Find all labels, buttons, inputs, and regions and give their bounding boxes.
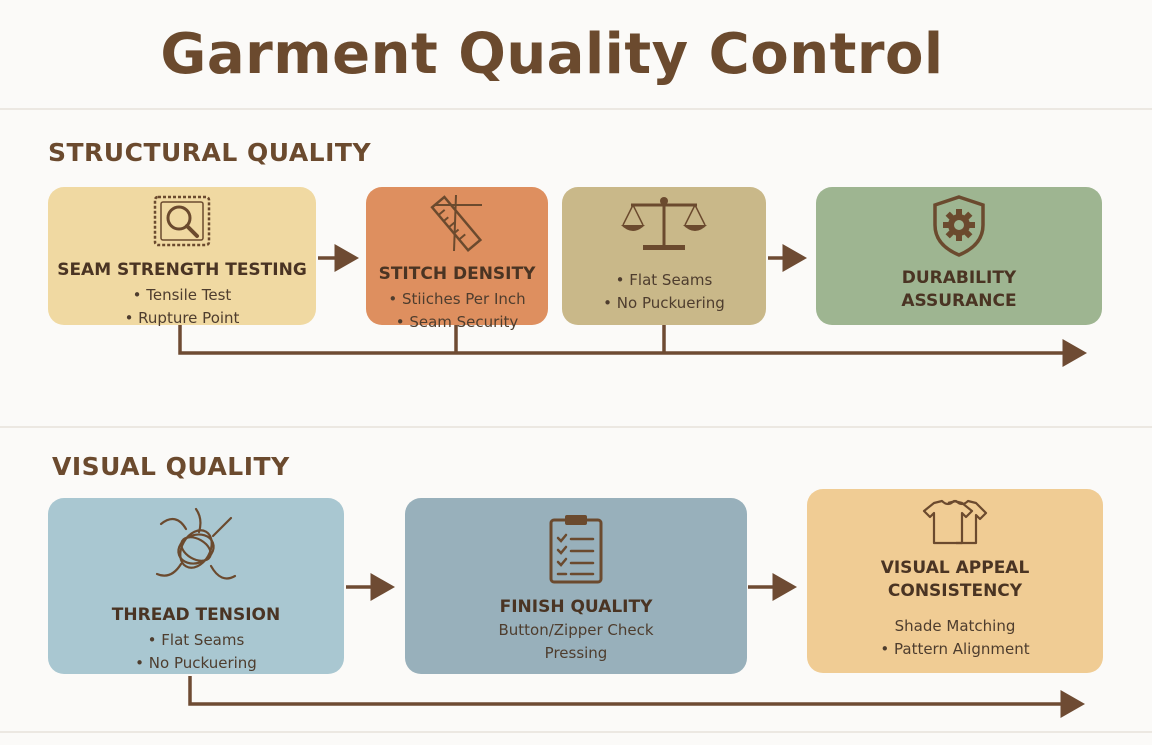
card-durability-assurance[interactable]: DURABILITY ASSURANCE xyxy=(816,187,1102,325)
divider xyxy=(0,108,1152,110)
tangled-thread-icon xyxy=(151,504,241,598)
card-detail: • Pattern Alignment xyxy=(880,640,1030,658)
card-title: VISUAL APPEAL CONSISTENCY xyxy=(880,558,1030,601)
card-title: STITCH DENSITY xyxy=(378,264,536,284)
tshirts-icon xyxy=(920,497,990,551)
card-thread-tension[interactable]: THREAD TENSION • Flat Seams • No Puckuer… xyxy=(48,498,344,674)
card-title: DURABILITY ASSURANCE xyxy=(901,268,1017,311)
structural-flow-line xyxy=(178,325,1087,367)
card-detail: • Tensile Test xyxy=(132,286,232,304)
card-detail: • Seam Security xyxy=(395,313,519,331)
card-flat-seams[interactable]: • Flat Seams • No Puckuering xyxy=(562,187,766,325)
clipboard-checklist-icon xyxy=(547,512,605,588)
card-detail: Pressing xyxy=(544,644,608,662)
card-stitch-density[interactable]: STITCH DENSITY • Stiiches Per Inch • Sea… xyxy=(366,187,548,331)
card-seam-strength-testing[interactable]: SEAM STRENGTH TESTING • Tensile Test • R… xyxy=(48,187,316,327)
page-title: Garment Quality Control xyxy=(160,22,944,87)
card-detail: • Rupture Point xyxy=(124,309,240,327)
card-title: THREAD TENSION xyxy=(111,605,281,625)
visual-flow-line xyxy=(188,676,1085,718)
card-detail: • Flat Seams xyxy=(615,271,713,289)
card-title: FINISH QUALITY xyxy=(499,597,653,617)
card-detail: Shade Matching xyxy=(894,617,1016,635)
magnifier-fabric-icon xyxy=(151,193,213,253)
divider xyxy=(0,426,1152,428)
card-title: SEAM STRENGTH TESTING xyxy=(57,260,307,280)
balance-scale-icon xyxy=(619,193,709,259)
shield-gear-icon xyxy=(929,193,989,263)
card-visual-appeal-consistency[interactable]: VISUAL APPEAL CONSISTENCY Shade Matching… xyxy=(807,489,1103,673)
divider xyxy=(0,731,1152,733)
card-detail: Button/Zipper Check xyxy=(498,621,654,639)
card-finish-quality[interactable]: FINISH QUALITY Button/Zipper Check Press… xyxy=(405,498,747,674)
card-detail: • Flat Seams xyxy=(147,631,245,649)
needle-ruler-icon xyxy=(426,193,488,257)
card-detail: • No Puckuering xyxy=(135,654,257,672)
section-label-visual: VISUAL QUALITY xyxy=(52,452,290,481)
card-detail: • No Puckuering xyxy=(603,294,725,312)
card-detail: • Stiiches Per Inch xyxy=(388,290,526,308)
section-label-structural: STRUCTURAL QUALITY xyxy=(48,138,372,167)
